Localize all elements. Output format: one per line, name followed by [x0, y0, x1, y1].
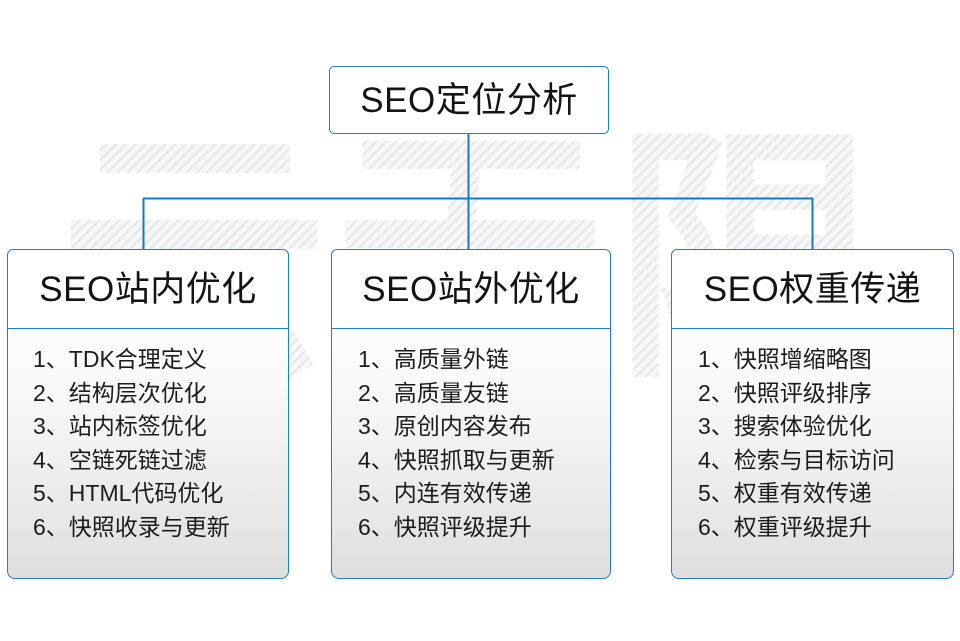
branch-body-seo-weight: 1、快照增缩略图 2、快照评级排序 3、搜索体验优化 4、检索与目标访问 5、权…	[671, 329, 954, 579]
list-item[interactable]: 1、TDK合理定义	[33, 343, 288, 377]
list-item-label: 内连有效传递	[393, 480, 532, 506]
list-item[interactable]: 2、高质量友链	[358, 377, 610, 411]
list-item-label: 原创内容发布	[393, 413, 532, 439]
list-item-number: 2、	[33, 379, 69, 406]
list-item[interactable]: 3、原创内容发布	[358, 410, 610, 444]
branch-column-seo-offsite: SEO站外优化 1、高质量外链 2、高质量友链 3、原创内容发布 4、快照抓取与…	[331, 249, 611, 579]
list-item-label: 权重评级提升	[733, 513, 872, 540]
list-item-label: 快照收录与更新	[68, 513, 230, 540]
branch-item-list: 1、TDK合理定义 2、结构层次优化 3、站内标签优化 4、空链死链过滤 5、H…	[8, 343, 288, 544]
list-item-label: 快照增缩略图	[733, 346, 872, 372]
branch-header-label: SEO站内优化	[39, 269, 257, 309]
list-item-label: 高质量外链	[393, 346, 509, 372]
root-node-label: SEO定位分析	[360, 80, 578, 120]
list-item[interactable]: 1、快照增缩略图	[698, 343, 953, 377]
branch-header-label: SEO权重传递	[703, 269, 922, 309]
branch-header-seo-weight[interactable]: SEO权重传递	[671, 249, 954, 329]
list-item-label: 空链死链过滤	[68, 446, 207, 473]
branch-header-seo-offsite[interactable]: SEO站外优化	[331, 249, 611, 329]
list-item-label: HTML代码优化	[68, 480, 224, 506]
branch-item-list: 1、快照增缩略图 2、快照评级排序 3、搜索体验优化 4、检索与目标访问 5、权…	[672, 343, 953, 544]
list-item-number: 6、	[358, 513, 394, 540]
list-item[interactable]: 2、快照评级排序	[698, 377, 953, 411]
branch-header-seo-onsite[interactable]: SEO站内优化	[7, 249, 289, 329]
list-item-label: 快照评级提升	[393, 513, 532, 540]
list-item[interactable]: 5、HTML代码优化	[33, 477, 288, 511]
branch-column-seo-weight: SEO权重传递 1、快照增缩略图 2、快照评级排序 3、搜索体验优化 4、检索与…	[671, 249, 954, 579]
list-item-label: 高质量友链	[393, 379, 509, 406]
list-item-number: 5、	[358, 480, 394, 506]
list-item-number: 3、	[698, 413, 734, 439]
list-item-label: 权重有效传递	[733, 480, 872, 506]
branch-body-seo-onsite: 1、TDK合理定义 2、结构层次优化 3、站内标签优化 4、空链死链过滤 5、H…	[7, 329, 289, 579]
list-item-number: 2、	[698, 379, 734, 406]
list-item[interactable]: 4、检索与目标访问	[698, 444, 953, 478]
list-item[interactable]: 6、快照收录与更新	[33, 511, 288, 545]
list-item[interactable]: 2、结构层次优化	[33, 377, 288, 411]
list-item[interactable]: 6、权重评级提升	[698, 511, 953, 545]
list-item-number: 5、	[698, 480, 734, 506]
list-item-label: 快照抓取与更新	[393, 446, 555, 473]
list-item-number: 5、	[33, 480, 69, 506]
list-item[interactable]: 3、搜索体验优化	[698, 410, 953, 444]
list-item-label: 站内标签优化	[68, 413, 207, 439]
list-item-label: 搜索体验优化	[733, 413, 872, 439]
list-item[interactable]: 4、快照抓取与更新	[358, 444, 610, 478]
list-item-number: 1、	[33, 346, 69, 372]
list-item-number: 1、	[698, 346, 734, 372]
list-item-number: 4、	[698, 446, 734, 473]
list-item-number: 2、	[358, 379, 394, 406]
list-item[interactable]: 6、快照评级提升	[358, 511, 610, 545]
branch-header-label: SEO站外优化	[362, 269, 580, 309]
list-item[interactable]: 5、内连有效传递	[358, 477, 610, 511]
list-item[interactable]: 5、权重有效传递	[698, 477, 953, 511]
list-item-number: 4、	[358, 446, 394, 473]
list-item-number: 3、	[358, 413, 394, 439]
list-item[interactable]: 3、站内标签优化	[33, 410, 288, 444]
list-item-label: TDK合理定义	[68, 346, 207, 372]
branch-item-list: 1、高质量外链 2、高质量友链 3、原创内容发布 4、快照抓取与更新 5、内连有…	[332, 343, 610, 544]
list-item-number: 4、	[33, 446, 69, 473]
list-item-number: 6、	[698, 513, 734, 540]
list-item-number: 1、	[358, 346, 394, 372]
list-item[interactable]: 4、空链死链过滤	[33, 444, 288, 478]
list-item[interactable]: 1、高质量外链	[358, 343, 610, 377]
list-item-label: 快照评级排序	[733, 379, 872, 406]
list-item-number: 6、	[33, 513, 69, 540]
list-item-label: 结构层次优化	[68, 379, 207, 406]
list-item-label: 检索与目标访问	[733, 446, 895, 473]
branch-body-seo-offsite: 1、高质量外链 2、高质量友链 3、原创内容发布 4、快照抓取与更新 5、内连有…	[331, 329, 611, 579]
root-node[interactable]: SEO定位分析	[329, 66, 609, 134]
list-item-number: 3、	[33, 413, 69, 439]
branch-column-seo-onsite: SEO站内优化 1、TDK合理定义 2、结构层次优化 3、站内标签优化 4、空链…	[7, 249, 289, 579]
